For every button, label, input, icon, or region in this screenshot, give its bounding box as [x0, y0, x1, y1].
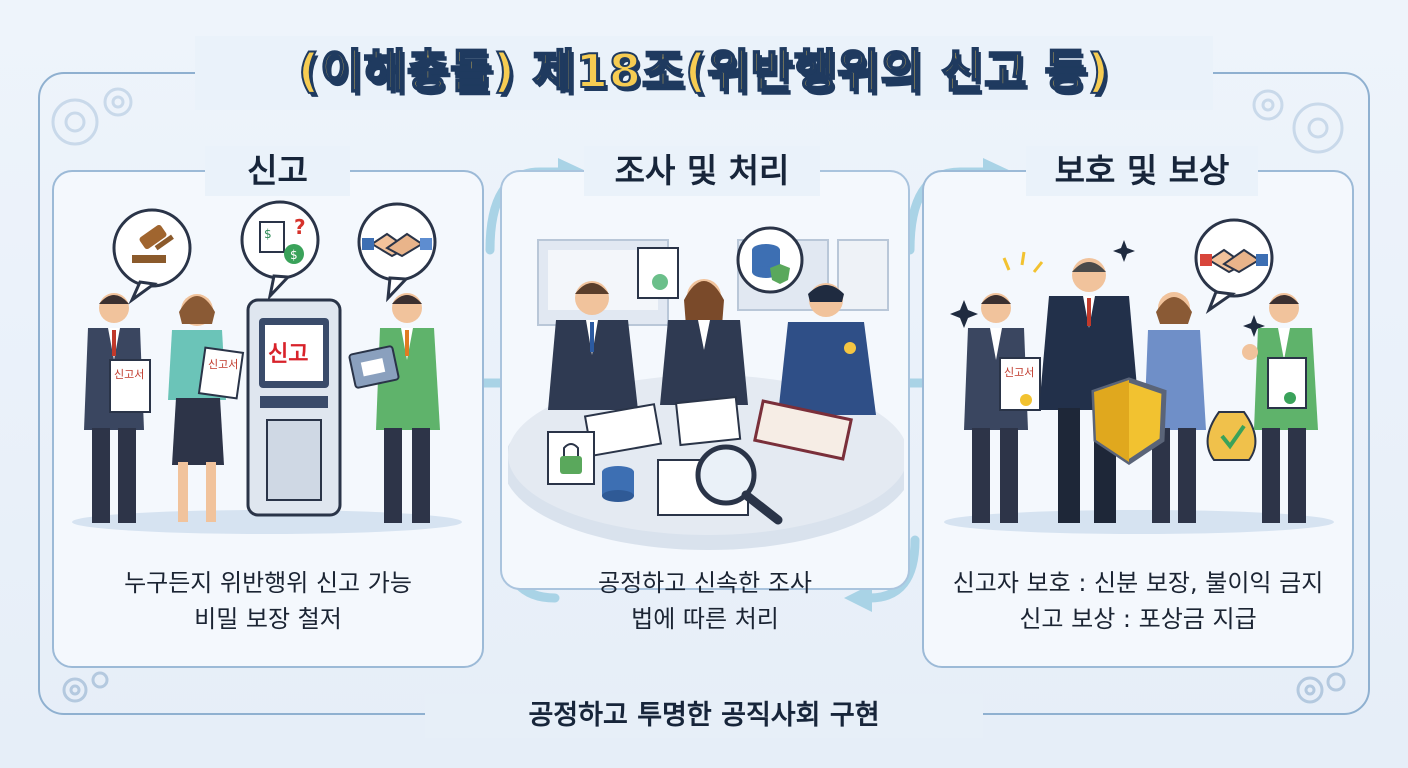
sparkle-icon	[950, 240, 1265, 337]
protection-scene: 신고서	[944, 218, 1334, 534]
official-man	[1039, 258, 1139, 523]
handshake-icon	[1194, 218, 1274, 315]
step-heading-report: 신고	[205, 146, 350, 196]
svg-text:신고서: 신고서	[208, 358, 238, 371]
caption-report-line2: 비밀 보장 철저	[194, 605, 342, 633]
caption-investigation-line1: 공정하고 신속한 조사	[598, 569, 812, 597]
gear-icon	[51, 87, 1344, 154]
caption-investigation-line2: 법에 따른 처리	[631, 605, 779, 633]
person-man-with-form: 신고서	[84, 293, 151, 523]
caption-investigation: 공정하고 신속한 조사 법에 따른 처리	[520, 565, 890, 637]
caption-protection-line2: 신고 보상 : 포상금 지급	[1019, 605, 1257, 633]
investigation-scene	[508, 226, 904, 550]
magnifier-icon	[657, 444, 783, 525]
lock-document-icon	[547, 431, 595, 485]
gear-icon	[62, 671, 1346, 704]
caption-report: 누구든지 위반행위 신고 가능 비밀 보장 철저	[62, 565, 474, 637]
step-heading-protection: 보호 및 보상	[1026, 146, 1258, 196]
caption-report-line1: 누구든지 위반행위 신고 가능	[124, 569, 412, 597]
page-title: (이해충돌) 제18조(위반행위의 신고 등)	[297, 43, 1110, 99]
shine-lines	[1002, 251, 1044, 273]
investigator-woman	[660, 279, 748, 405]
form-label: 신고서	[1004, 366, 1034, 379]
svg-text:?: ?	[294, 215, 306, 239]
svg-text:$: $	[264, 227, 272, 241]
form-label: 신고서	[114, 368, 144, 381]
person-woman-with-form: 신고서	[168, 294, 245, 522]
kiosk-label: 신고	[268, 342, 308, 367]
money-bag-icon	[1206, 411, 1257, 461]
database-icon	[602, 466, 634, 502]
caption-protection-line1: 신고자 보호 : 신분 보장, 불이익 금지	[952, 569, 1324, 597]
footer-slogan: 공정하고 투명한 공직사회 구현	[425, 694, 983, 738]
person-man-cheering	[1242, 293, 1318, 523]
step-heading-investigation: 조사 및 처리	[584, 146, 820, 196]
title-background	[195, 36, 1213, 110]
report-kiosk: 신고	[246, 298, 342, 517]
person-man-with-form: 신고서	[964, 293, 1041, 523]
svg-text:$: $	[290, 248, 298, 262]
gavel-icon	[112, 208, 192, 305]
database-shield-icon	[736, 226, 804, 294]
certificate-icon	[637, 247, 679, 299]
handshake-icon	[357, 202, 437, 303]
person-man-with-tablet	[348, 293, 440, 523]
report-scene: $ $ ? 신고서 신고서 신고	[72, 200, 462, 534]
investigator-man	[548, 281, 638, 410]
police-officer	[778, 283, 876, 415]
shield-icon	[1091, 377, 1167, 466]
money-document-icon: $ $ ?	[240, 200, 320, 301]
caption-protection: 신고자 보호 : 신분 보장, 불이익 금지 신고 보상 : 포상금 지급	[922, 565, 1354, 637]
